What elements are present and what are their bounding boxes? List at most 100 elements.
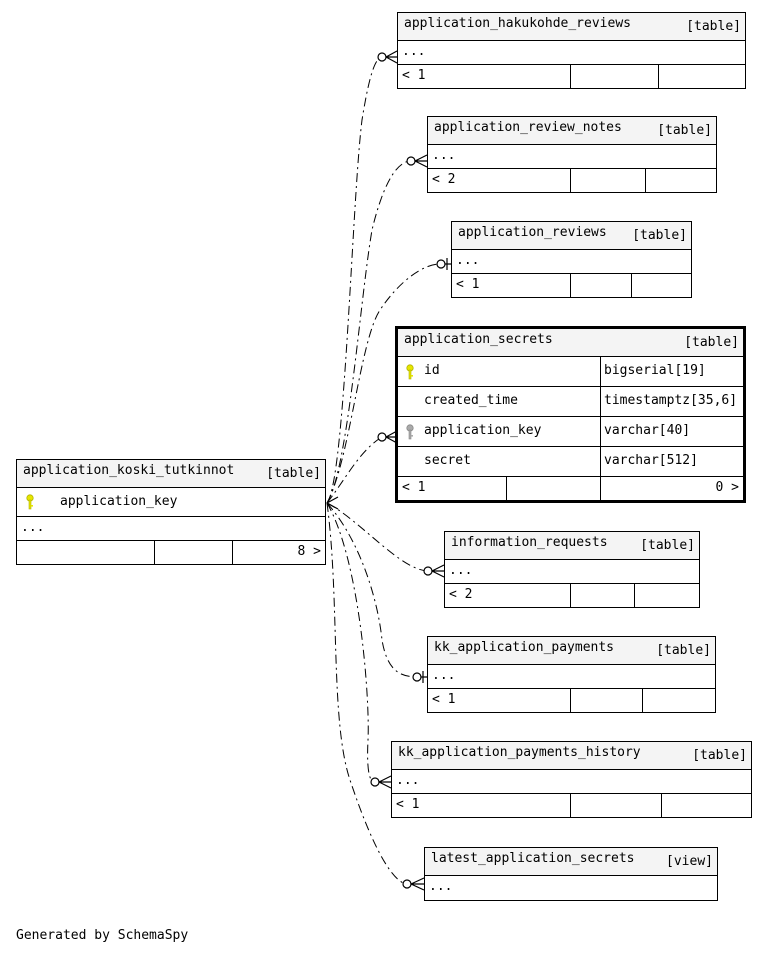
footer-cell xyxy=(661,794,751,817)
optional-marker xyxy=(412,672,422,682)
parents-count[interactable]: < 1 xyxy=(402,480,426,495)
table-header: application_koski_tutkinnot [table] xyxy=(17,460,325,488)
parents-count[interactable]: < 1 xyxy=(396,797,420,812)
optional-marker xyxy=(402,879,412,889)
footer-cell xyxy=(634,584,699,607)
table-application-koski-tutkinnot[interactable]: application_koski_tutkinnot [table] appl… xyxy=(16,459,326,565)
table-name[interactable]: application_hakukohde_reviews xyxy=(404,16,631,31)
footer-cell xyxy=(570,65,658,88)
column-name: application_key xyxy=(424,423,542,438)
crowfoot-marker xyxy=(378,775,392,789)
table-header: information_requests [table] xyxy=(445,532,699,560)
table-footer: < 2 xyxy=(428,169,716,192)
column-type: timestamptz[35,6] xyxy=(600,387,743,416)
elided-columns: ... xyxy=(17,517,325,541)
footer-cell xyxy=(154,541,232,564)
children-count[interactable]: 8 > xyxy=(232,541,325,564)
table-footer: < 1 xyxy=(398,65,745,88)
parents-count[interactable]: < 1 xyxy=(432,692,456,707)
table-kind: [table] xyxy=(657,123,712,138)
elided-columns: ... xyxy=(392,770,751,794)
edge-information-requests xyxy=(326,502,429,572)
table-information-requests[interactable]: information_requests [table] ... < 2 xyxy=(444,531,700,608)
generated-by-footer[interactable]: Generated by SchemaSpy xyxy=(16,928,189,943)
table-name[interactable]: kk_application_payments_history xyxy=(398,745,641,760)
crowfoot-marker xyxy=(385,50,398,64)
table-header: latest_application_secrets [view] xyxy=(425,848,717,876)
edge-payments-history xyxy=(326,502,376,783)
table-name[interactable]: kk_application_payments xyxy=(434,640,615,655)
edge-hakukohde-reviews xyxy=(326,56,383,504)
table-application-hakukohde-reviews[interactable]: application_hakukohde_reviews [table] ..… xyxy=(397,12,746,89)
footer-cell xyxy=(570,274,631,297)
column-row-application-key[interactable]: application_key xyxy=(17,488,325,517)
table-name[interactable]: application_reviews xyxy=(458,225,607,240)
crowfoot-marker xyxy=(410,877,425,891)
table-kind: [table] xyxy=(632,228,687,243)
table-application-reviews[interactable]: application_reviews [table] ... < 1 xyxy=(451,221,692,298)
children-count[interactable]: 0 > xyxy=(600,477,743,500)
column-name: id xyxy=(424,363,440,378)
foreign-key-icon xyxy=(406,424,414,440)
column-name: secret xyxy=(424,453,471,468)
table-kind: [table] xyxy=(656,643,711,658)
primary-key-icon xyxy=(26,494,34,510)
column-row-id[interactable]: id bigserial[19] xyxy=(398,357,743,387)
view-latest-application-secrets[interactable]: latest_application_secrets [view] ... xyxy=(424,847,718,901)
table-kind: [table] xyxy=(266,466,321,481)
footer-cell xyxy=(645,169,716,192)
column-row-created-time[interactable]: created_time timestamptz[35,6] xyxy=(398,387,743,417)
elided-columns: ... xyxy=(398,41,745,65)
table-footer: 8 > xyxy=(17,541,325,564)
table-kind: [table] xyxy=(640,538,695,553)
table-footer: < 1 xyxy=(392,794,751,817)
elided-columns: ... xyxy=(428,145,716,169)
table-kind: [table] xyxy=(692,748,747,763)
table-kk-application-payments-history[interactable]: kk_application_payments_history [table] … xyxy=(391,741,752,818)
table-header: application_secrets [table] xyxy=(398,329,743,357)
edge-latest-secrets xyxy=(326,502,407,885)
column-row-application-key[interactable]: application_key varchar[40] xyxy=(398,417,743,447)
table-header: application_hakukohde_reviews [table] xyxy=(398,13,745,41)
column-type: varchar[40] xyxy=(600,417,743,446)
table-name[interactable]: latest_application_secrets xyxy=(431,851,635,866)
footer-cell xyxy=(506,477,600,500)
parents-count[interactable]: < 1 xyxy=(456,277,480,292)
parents-count[interactable]: < 2 xyxy=(449,587,473,602)
column-type: bigserial[19] xyxy=(600,357,743,386)
table-kk-application-payments[interactable]: kk_application_payments [table] ... < 1 xyxy=(427,636,716,713)
elided-columns: ... xyxy=(428,665,715,689)
optional-marker xyxy=(406,156,416,166)
table-name[interactable]: information_requests xyxy=(451,535,608,550)
column-row-secret[interactable]: secret varchar[512] xyxy=(398,447,743,477)
optional-marker xyxy=(370,777,380,787)
parents-count[interactable]: < 2 xyxy=(432,172,456,187)
table-name[interactable]: application_secrets xyxy=(404,332,553,347)
table-header: kk_application_payments_history [table] xyxy=(392,742,751,770)
edge-reviews xyxy=(326,263,441,504)
table-kind: [view] xyxy=(666,854,713,869)
optional-marker xyxy=(377,52,387,62)
parents-count[interactable]: < 1 xyxy=(402,68,426,83)
elided-columns: ... xyxy=(445,560,699,584)
elided-columns: ... xyxy=(452,250,691,274)
table-application-review-notes[interactable]: application_review_notes [table] ... < 2 xyxy=(427,116,717,193)
crowfoot-marker xyxy=(414,154,428,168)
one-marker xyxy=(421,671,427,683)
table-name[interactable]: application_review_notes xyxy=(434,120,622,135)
optional-marker xyxy=(377,432,387,442)
table-footer: < 2 xyxy=(445,584,699,607)
footer-cell xyxy=(642,689,715,712)
optional-marker xyxy=(436,259,446,269)
table-header: application_review_notes [table] xyxy=(428,117,716,145)
optional-marker xyxy=(423,566,433,576)
edge-secrets xyxy=(326,436,383,504)
footer-cell xyxy=(658,65,745,88)
edge-payments xyxy=(326,502,417,678)
footer-cell xyxy=(570,584,634,607)
column-type: varchar[512] xyxy=(600,447,743,476)
table-application-secrets[interactable]: application_secrets [table] id bigserial… xyxy=(395,326,746,503)
column-name: application_key xyxy=(60,494,178,509)
table-name[interactable]: application_koski_tutkinnot xyxy=(23,463,235,478)
table-kind: [table] xyxy=(684,335,739,350)
